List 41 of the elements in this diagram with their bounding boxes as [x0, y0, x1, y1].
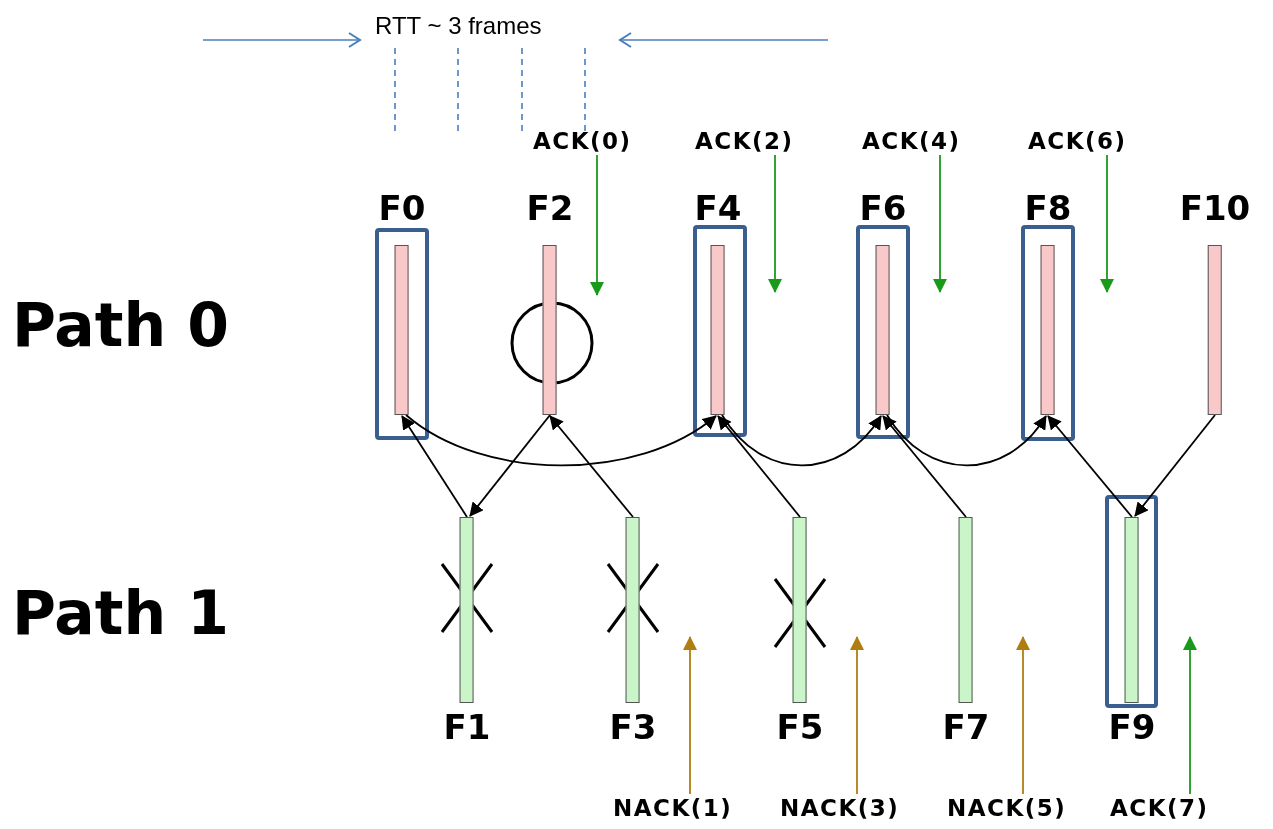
arrow — [549, 415, 634, 518]
ack-label: NACK(5) — [947, 794, 1067, 822]
arrow — [469, 414, 551, 517]
arrow — [717, 415, 801, 518]
arrow — [1016, 636, 1030, 795]
circle-mark — [510, 301, 594, 385]
frame-label: F9 — [1108, 709, 1156, 745]
arrow — [1100, 154, 1114, 293]
frame-label: F5 — [776, 709, 824, 745]
arrow — [886, 414, 1047, 467]
ack-label: ACK(2) — [695, 127, 794, 155]
ack-label: NACK(3) — [780, 794, 900, 822]
arrow — [1183, 636, 1197, 795]
frame-label: F3 — [609, 709, 657, 745]
arrow — [401, 415, 468, 518]
arrow — [1134, 414, 1216, 517]
frame-label: F10 — [1179, 190, 1251, 226]
arrow — [768, 154, 782, 293]
frame-label: F4 — [694, 190, 742, 226]
frame-label: F6 — [859, 190, 907, 226]
frame-label: F1 — [443, 709, 491, 745]
frame-label: F0 — [378, 190, 426, 226]
ack-label: ACK(6) — [1028, 127, 1127, 155]
frame-label: F7 — [942, 709, 990, 745]
frame-label: F2 — [526, 190, 574, 226]
arrow — [850, 636, 864, 795]
ack-label: ACK(7) — [1110, 794, 1209, 822]
arrow — [683, 636, 697, 795]
ack-label: ACK(4) — [862, 127, 961, 155]
arrow — [721, 414, 882, 467]
frame-label: F8 — [1024, 190, 1072, 226]
arrow — [590, 154, 604, 296]
path-label: Path 0 — [12, 290, 229, 360]
arrow — [882, 415, 967, 518]
arrow — [1047, 415, 1133, 518]
ack-label: NACK(1) — [613, 794, 733, 822]
path-label: Path 1 — [12, 578, 229, 648]
ack-label: ACK(0) — [533, 127, 632, 155]
arrow — [405, 414, 717, 467]
arrow — [933, 154, 947, 293]
rtt-label: RTT ~ 3 frames — [375, 12, 542, 40]
